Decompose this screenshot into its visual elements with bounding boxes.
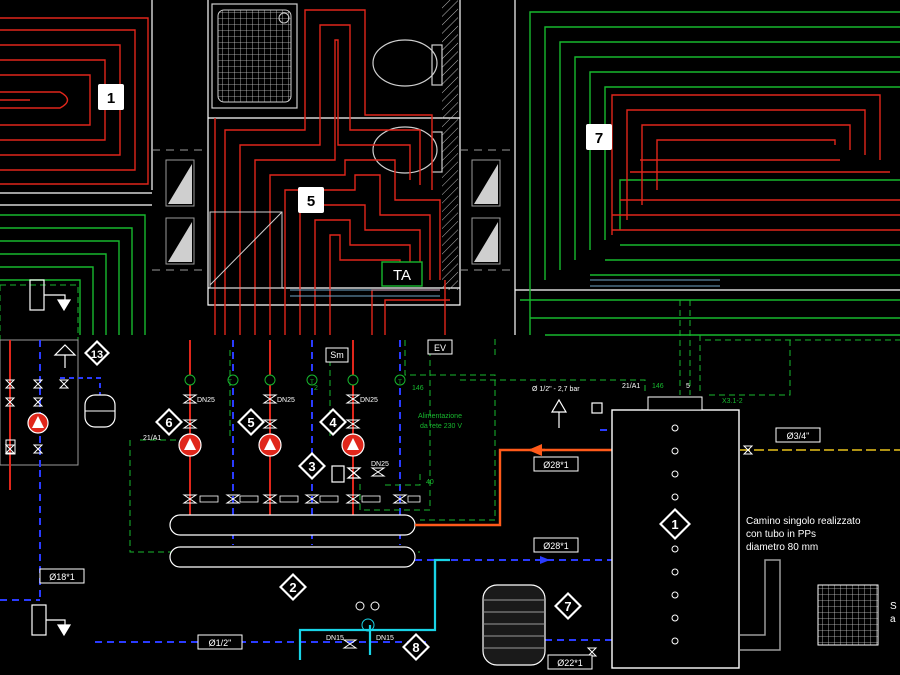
svg-text:Ø18*1: Ø18*1 bbox=[49, 572, 75, 582]
chimney-note: Camino singolo realizzato con tubo in PP… bbox=[746, 516, 861, 553]
component-tag-6: 6 bbox=[155, 408, 183, 436]
svg-text:a: a bbox=[890, 614, 896, 625]
svg-text:6: 6 bbox=[165, 415, 172, 430]
svg-text:5: 5 bbox=[686, 383, 690, 390]
svg-text:7: 7 bbox=[564, 599, 571, 614]
svg-text:DN25: DN25 bbox=[371, 461, 389, 468]
manifold-pipes bbox=[290, 279, 720, 297]
svg-text:7: 7 bbox=[595, 130, 603, 147]
manifold-header bbox=[169, 514, 416, 568]
component-tag-7: 7 bbox=[554, 592, 582, 620]
svg-text:diametro 80 mm: diametro 80 mm bbox=[746, 542, 818, 553]
power-note: Alimentazione da rete 230 V bbox=[418, 413, 462, 430]
svg-text:TA: TA bbox=[393, 267, 411, 284]
svg-text:40: 40 bbox=[426, 479, 434, 486]
svg-text:da rete 230 V: da rete 230 V bbox=[420, 423, 462, 430]
svg-text:T: T bbox=[310, 380, 314, 386]
svg-text:5: 5 bbox=[307, 193, 315, 210]
svg-text:1: 1 bbox=[671, 517, 678, 532]
svg-text:146: 146 bbox=[412, 385, 424, 392]
zone-label-1: 1 bbox=[98, 84, 124, 110]
line-labels: 21/A1 21/A1 146 146 5 40 X3.1-2 Ø 1/2" -… bbox=[143, 380, 743, 486]
shower-tray-icon bbox=[211, 3, 298, 109]
chimney-grate-icon bbox=[817, 584, 879, 646]
svg-text:5: 5 bbox=[247, 415, 254, 430]
shower-diagonal bbox=[209, 211, 283, 289]
floor-plan bbox=[0, 0, 900, 336]
diameter-label-phi18: Ø18*1 bbox=[39, 568, 85, 584]
expansion-tank-icon bbox=[482, 584, 546, 666]
svg-text:Ø1/2": Ø1/2" bbox=[209, 638, 232, 648]
diameter-label-phi34: Ø3/4" bbox=[775, 427, 821, 443]
sensor-sm-box: Sm bbox=[325, 347, 349, 363]
hydronic-schematic: Sm EV bbox=[0, 279, 900, 669]
component-tag-3: 3 bbox=[298, 452, 326, 480]
svg-text:3: 3 bbox=[308, 459, 315, 474]
zone-label-5: 5 bbox=[298, 187, 324, 213]
expansion-tank-small-icon bbox=[84, 394, 116, 428]
svg-text:21/A1: 21/A1 bbox=[143, 435, 161, 442]
svg-text:DN15: DN15 bbox=[376, 635, 394, 642]
safety-valve-icon bbox=[550, 398, 603, 428]
svg-text:DN25: DN25 bbox=[277, 397, 295, 404]
svg-text:T: T bbox=[398, 380, 402, 386]
component-tag-13: 13 bbox=[84, 340, 110, 366]
pump-icon bbox=[178, 433, 365, 457]
chimney-icon-left bbox=[29, 279, 72, 637]
svg-text:Camino singolo realizzato: Camino singolo realizzato bbox=[746, 516, 861, 527]
ev-box: EV bbox=[427, 339, 453, 355]
svg-text:8: 8 bbox=[412, 640, 419, 655]
svg-text:Sm: Sm bbox=[330, 350, 344, 360]
chimney-pipe bbox=[740, 559, 781, 651]
diameter-label-phi28-b: Ø28*1 bbox=[533, 537, 579, 553]
svg-text:Ø28*1: Ø28*1 bbox=[543, 460, 569, 470]
diameter-label-phi12: Ø1/2" bbox=[197, 634, 243, 650]
thermostat-ta-label: TA bbox=[381, 261, 423, 287]
pump-labels: DN25 DN25 DN25 DN25 DN15 DN15 bbox=[197, 397, 394, 642]
svg-text:2: 2 bbox=[289, 580, 296, 595]
component-tag-2: 2 bbox=[279, 573, 307, 601]
mixing-valve-icon bbox=[331, 465, 362, 483]
component-tag-5: 5 bbox=[237, 408, 265, 436]
svg-text:13: 13 bbox=[91, 349, 103, 361]
svg-text:146: 146 bbox=[652, 383, 664, 390]
diameter-label-phi22: Ø22*1 bbox=[547, 654, 593, 670]
wall-hatch bbox=[442, 0, 458, 290]
svg-text:21/A1: 21/A1 bbox=[622, 383, 640, 390]
svg-text:Ø28*1: Ø28*1 bbox=[543, 541, 569, 551]
svg-text:Alimentazione: Alimentazione bbox=[418, 413, 462, 420]
gauge-icon bbox=[355, 601, 380, 632]
radiant-loop-zone-1 bbox=[0, 17, 149, 185]
component-tag-8: 8 bbox=[402, 633, 430, 661]
svg-text:1: 1 bbox=[107, 90, 115, 107]
svg-text:con tubo in PPs: con tubo in PPs bbox=[746, 529, 816, 540]
door-frame-icons bbox=[165, 159, 501, 265]
svg-text:T: T bbox=[228, 380, 232, 386]
radiant-loop-zone-green-left bbox=[0, 214, 146, 335]
svg-text:DN25: DN25 bbox=[197, 397, 215, 404]
diameter-label-phi28-a: Ø28*1 bbox=[533, 456, 579, 472]
svg-text:4: 4 bbox=[329, 415, 337, 430]
component-tag-1: 1 bbox=[659, 508, 691, 540]
radiant-loop-zone-7 bbox=[520, 11, 900, 336]
svg-text:S: S bbox=[890, 601, 897, 612]
svg-text:DN25: DN25 bbox=[360, 397, 378, 404]
component-tag-4: 4 bbox=[319, 408, 347, 436]
svg-text:DN15: DN15 bbox=[326, 635, 344, 642]
svg-text:2: 2 bbox=[314, 385, 318, 392]
zone-label-7: 7 bbox=[586, 124, 612, 150]
svg-text:Ø 1/2" - 2,7 bar: Ø 1/2" - 2,7 bar bbox=[532, 386, 580, 393]
valve-icons bbox=[182, 394, 754, 657]
svg-text:Ø3/4": Ø3/4" bbox=[787, 431, 810, 441]
svg-text:Ø22*1: Ø22*1 bbox=[557, 658, 583, 668]
svg-text:X3.1-2: X3.1-2 bbox=[722, 398, 743, 405]
thermometer-icon bbox=[184, 374, 406, 386]
svg-text:EV: EV bbox=[434, 343, 446, 353]
edge-note: S a bbox=[890, 601, 897, 625]
